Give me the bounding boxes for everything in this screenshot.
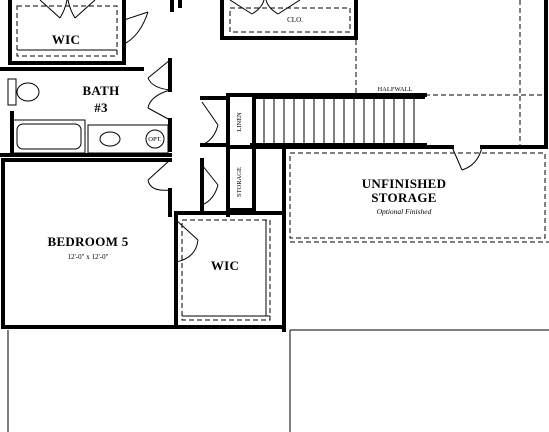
wic-top-room — [8, 0, 126, 65]
wic-bottom-room — [181, 219, 271, 321]
staircase — [226, 93, 546, 149]
bath-label-line1: BATH — [82, 83, 119, 98]
unfinished-storage-room — [282, 145, 549, 332]
opt-label: OPT. — [148, 136, 162, 143]
bath-label-line2: #3 — [94, 100, 108, 115]
bedroom-5-room — [1, 158, 286, 329]
linen-storage-block — [200, 93, 290, 217]
linen-label: LINEN — [236, 112, 243, 132]
optional-finished-note: Optional Finished — [377, 207, 432, 216]
unfinished-label-line1: UNFINISHED — [362, 176, 447, 191]
bedroom-5-dims: 12'-0" x 12'-0" — [68, 253, 109, 261]
unfinished-label-line2: STORAGE — [371, 190, 436, 205]
wic-bottom-label: WIC — [211, 258, 239, 273]
bath-3-room — [0, 67, 172, 157]
bedroom-5-label: BEDROOM 5 — [47, 234, 128, 249]
closet-label: CLO. — [287, 16, 303, 24]
halfwall-label: HALFWALL — [377, 86, 412, 93]
wic-top-label: WIC — [52, 32, 80, 47]
storage-label: STORAGE — [236, 167, 243, 197]
